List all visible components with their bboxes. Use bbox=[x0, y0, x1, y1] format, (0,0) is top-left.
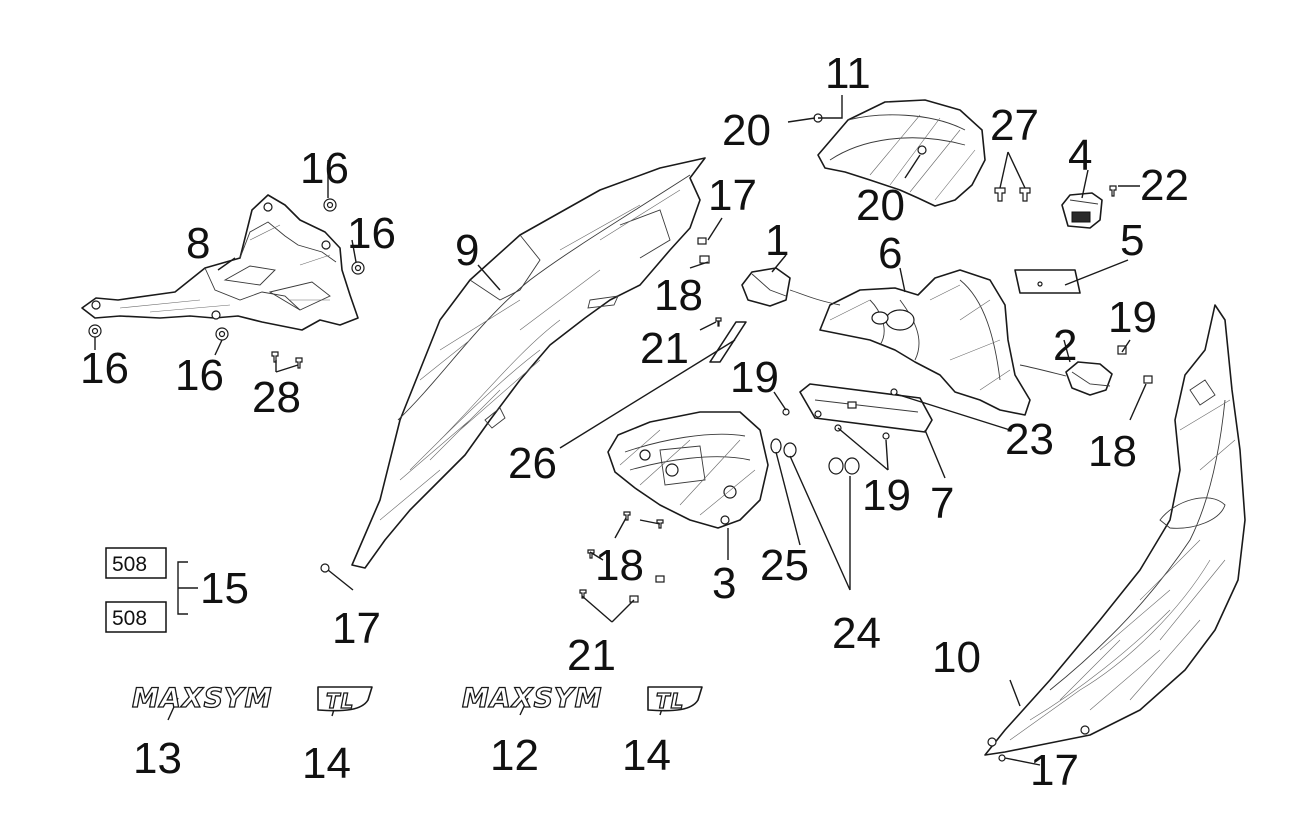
callout-17c: 17 bbox=[1030, 746, 1079, 795]
logo-14-text: TL bbox=[326, 689, 354, 713]
part-4-license-plate-light bbox=[1061, 192, 1103, 229]
callout-14a: 14 bbox=[302, 739, 351, 788]
callout-18a: 18 bbox=[654, 271, 703, 320]
box-508-top-label: 508 bbox=[112, 553, 147, 576]
logo-12-text: MAXSYM bbox=[462, 683, 602, 714]
callout-21b: 21 bbox=[567, 631, 616, 680]
callout-21a: 21 bbox=[640, 324, 689, 373]
part-27-bolts bbox=[994, 187, 1031, 202]
callout-6: 6 bbox=[878, 229, 902, 278]
callout-25: 25 bbox=[760, 541, 809, 590]
part-3-tail-light bbox=[607, 411, 769, 529]
callout-18b: 18 bbox=[595, 541, 644, 590]
callout-19b: 19 bbox=[862, 471, 911, 520]
callout-4: 4 bbox=[1068, 131, 1092, 180]
part-2-turn-signal-right bbox=[1019, 361, 1113, 396]
callout-15: 15 bbox=[200, 564, 249, 613]
part-10-right-side-cover bbox=[984, 304, 1246, 756]
callout-13: 13 bbox=[133, 734, 182, 783]
logo-decal-13-14: MAXSYM TL bbox=[131, 682, 373, 715]
box-508-bottom-label: 508 bbox=[112, 607, 147, 630]
part-9-left-side-cover bbox=[320, 157, 706, 573]
callout-17b: 17 bbox=[332, 604, 381, 653]
part-22-screw bbox=[1109, 185, 1117, 197]
part-16-washers bbox=[88, 198, 365, 341]
callout-3: 3 bbox=[712, 559, 736, 608]
callout-24: 24 bbox=[832, 609, 881, 658]
part-5-plate-bracket bbox=[1014, 269, 1081, 294]
callout-11: 11 bbox=[825, 49, 871, 98]
callout-12: 12 bbox=[490, 731, 539, 780]
part-28-screws bbox=[271, 351, 303, 369]
callout-1: 1 bbox=[765, 216, 789, 265]
callout-19a: 19 bbox=[730, 353, 779, 402]
callout-10: 10 bbox=[932, 633, 981, 682]
callout-16a: 16 bbox=[300, 144, 349, 193]
callout-18c: 18 bbox=[1088, 427, 1137, 476]
callout-16b: 16 bbox=[347, 209, 396, 258]
part-1-turn-signal-left bbox=[741, 267, 841, 307]
callout-17a: 17 bbox=[708, 171, 757, 220]
part-7-bracket bbox=[799, 383, 933, 433]
callout-26: 26 bbox=[508, 439, 557, 488]
callout-5: 5 bbox=[1120, 216, 1144, 265]
logo-14b-text: TL bbox=[656, 689, 684, 713]
part-26-strip bbox=[709, 321, 747, 363]
callout-16d: 16 bbox=[175, 351, 224, 400]
callout-22: 22 bbox=[1140, 161, 1189, 210]
logo-13-text: MAXSYM bbox=[132, 683, 272, 714]
callout-19c: 19 bbox=[1108, 293, 1157, 342]
logo-decal-12-14: MAXSYM TL bbox=[461, 682, 703, 715]
callout-16c: 16 bbox=[80, 344, 129, 393]
part-8-under-cover bbox=[81, 194, 359, 331]
callout-20a: 20 bbox=[722, 106, 771, 155]
callout-8: 8 bbox=[186, 219, 210, 268]
callout-20b: 20 bbox=[856, 181, 905, 230]
part-6-rear-fender bbox=[819, 269, 1031, 416]
callout-9: 9 bbox=[455, 226, 479, 275]
box-508-bottom: 508 bbox=[105, 601, 167, 633]
callouts: 1 2 3 4 5 6 7 8 9 10 11 12 13 14 14 15 1… bbox=[80, 49, 1189, 795]
box-508-top: 508 bbox=[105, 547, 167, 579]
callout-28: 28 bbox=[252, 373, 301, 422]
callout-27: 27 bbox=[990, 101, 1039, 150]
callout-14b: 14 bbox=[622, 731, 671, 780]
callout-2: 2 bbox=[1053, 321, 1077, 370]
callout-23: 23 bbox=[1005, 415, 1054, 464]
callout-7: 7 bbox=[930, 479, 954, 528]
